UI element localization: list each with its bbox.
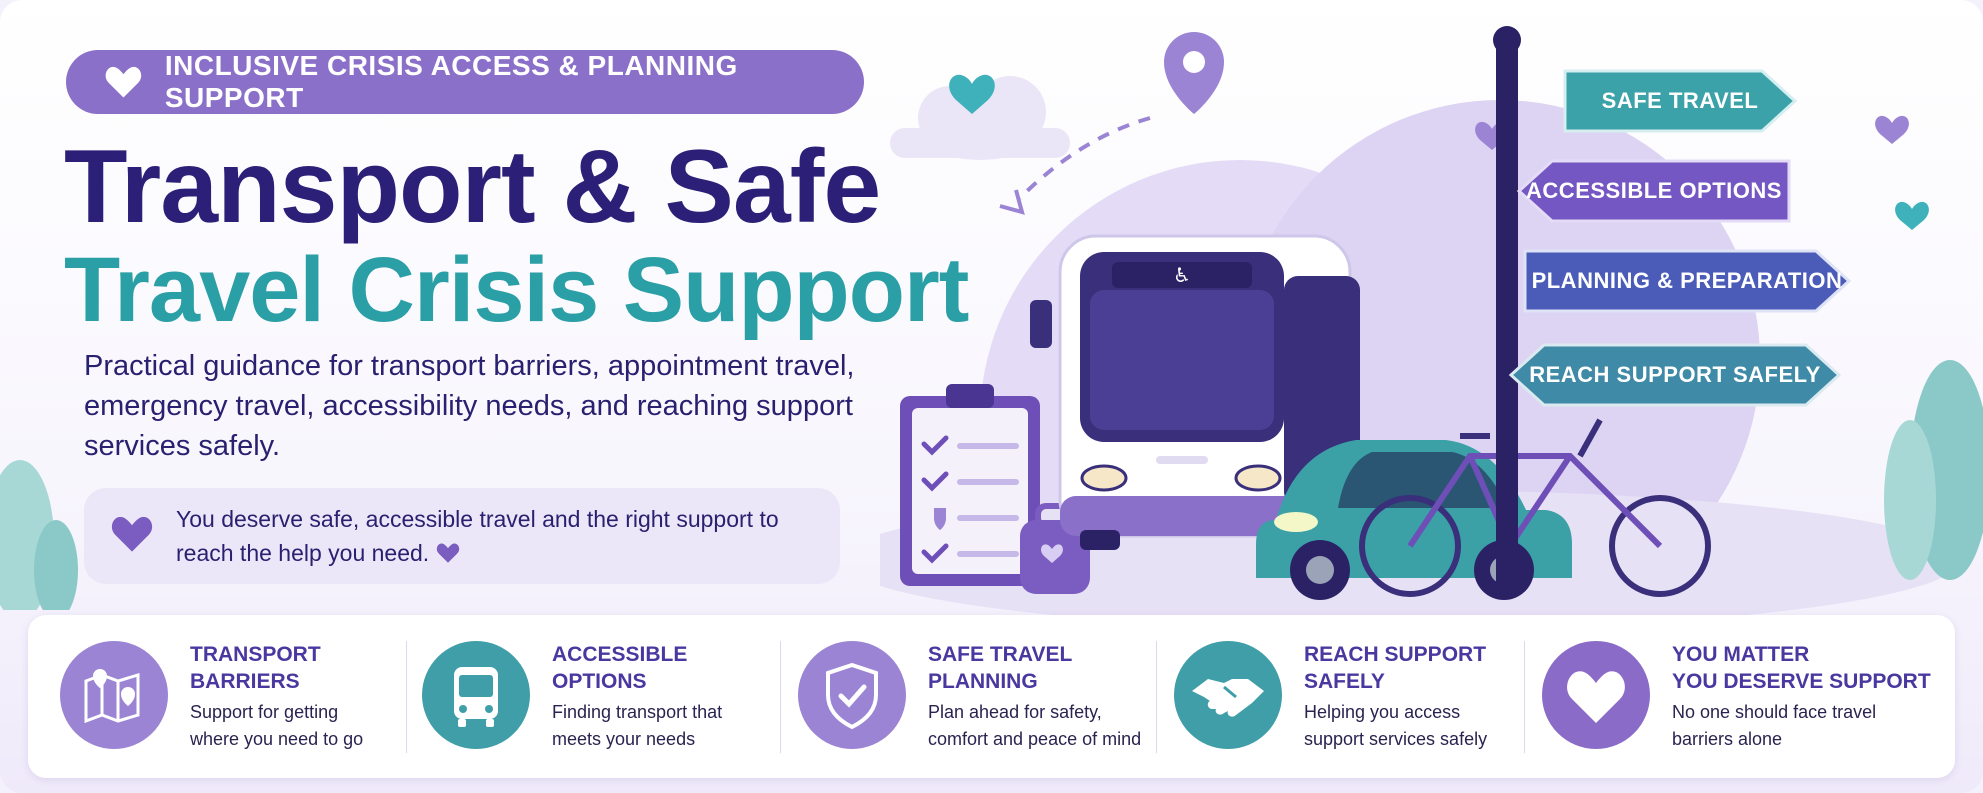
sign-reach-support-safely: REACH SUPPORT SAFELY <box>1508 342 1842 408</box>
sign-planning-preparation: PLANNING & PREPARATION <box>1522 248 1852 314</box>
card-icon <box>1542 641 1650 749</box>
car-illustration <box>1256 440 1572 600</box>
backpack-icon <box>1020 503 1090 594</box>
card-title: SAFE TRAVEL PLANNING <box>928 643 1073 693</box>
quote-text: You deserve safe, accessible travel and … <box>176 502 816 570</box>
card-title: ACCESSIBLE OPTIONS <box>552 643 688 693</box>
card-icon <box>1174 641 1282 749</box>
card-you-matter: YOU MATTER YOU DESERVE SUPPORT No one sh… <box>1510 615 1955 778</box>
heart-icon <box>437 543 460 563</box>
divider <box>1156 641 1157 753</box>
bicycle-illustration <box>1359 418 1711 597</box>
badge-text: INCLUSIVE CRISIS ACCESS & PLANNING SUPPO… <box>164 50 738 113</box>
card-description: Plan ahead for safety, comfort and peace… <box>928 702 1142 749</box>
divider <box>406 641 407 753</box>
sign-safe-travel: SAFE TRAVEL <box>1562 68 1798 134</box>
category-badge: INCLUSIVE CRISIS ACCESS & PLANNING SUPPO… <box>66 50 864 114</box>
card-reach-support-safely: REACH SUPPORT SAFELY Helping you access … <box>1142 615 1518 778</box>
card-icon <box>422 641 530 749</box>
clipboard-icon <box>900 384 1040 586</box>
heart-icon <box>1875 115 1909 144</box>
handshake-icon <box>1174 641 1282 749</box>
card-title: TRANSPORT BARRIERS <box>190 643 321 693</box>
quote-text-content: You deserve safe, accessible travel and … <box>176 506 779 566</box>
sign-label: SAFE TRAVEL <box>1601 88 1759 113</box>
heart-icon <box>111 516 153 552</box>
page-title: Transport & Safe <box>64 129 881 245</box>
plant-icon <box>1884 360 1983 580</box>
card-description: Support for getting where you need to go <box>190 702 364 749</box>
svg-text:♿: ♿ <box>1173 263 1191 287</box>
card-icon <box>60 641 168 749</box>
card-description: Finding transport that meets your needs <box>552 702 723 749</box>
bus-icon <box>422 641 530 749</box>
heart-icon <box>1542 641 1650 749</box>
card-description: Helping you access support services safe… <box>1304 702 1488 749</box>
card-transport-barriers: TRANSPORT BARRIERS Support for getting w… <box>28 615 406 778</box>
feature-cards: TRANSPORT BARRIERS Support for getting w… <box>28 615 1955 778</box>
map-pin-icon <box>60 641 168 749</box>
heart-icon <box>949 74 995 114</box>
card-description: No one should face travel barriers alone <box>1672 702 1877 749</box>
location-pin-icon <box>1164 32 1224 114</box>
support-quote: You deserve safe, accessible travel and … <box>84 488 840 584</box>
sign-accessible-options: ACCESSIBLE OPTIONS <box>1516 158 1792 224</box>
divider <box>1524 641 1525 753</box>
plant-icon <box>0 460 78 610</box>
sign-post <box>1496 36 1518 596</box>
divider <box>780 641 781 753</box>
sign-label: ACCESSIBLE OPTIONS <box>1526 178 1782 203</box>
heart-icon <box>105 66 142 98</box>
travel-illustration: ♿ <box>880 26 1983 620</box>
card-title: REACH SUPPORT SAFELY <box>1304 643 1487 693</box>
sign-label: REACH SUPPORT SAFELY <box>1529 362 1821 387</box>
card-icon <box>798 641 906 749</box>
shield-check-icon <box>798 641 906 749</box>
page-subtitle: Travel Crisis Support <box>64 239 969 341</box>
card-accessible-options: ACCESSIBLE OPTIONS Finding transport tha… <box>390 615 766 778</box>
heart-icon <box>1895 201 1929 230</box>
sign-label: PLANNING & PREPARATION <box>1531 268 1843 293</box>
lead-paragraph: Practical guidance for transport barrier… <box>84 350 855 462</box>
card-title: YOU MATTER YOU DESERVE SUPPORT <box>1672 643 1931 693</box>
bus-illustration: ♿ <box>1030 234 1360 550</box>
card-safe-travel-planning: SAFE TRAVEL PLANNING Plan ahead for safe… <box>766 615 1142 778</box>
